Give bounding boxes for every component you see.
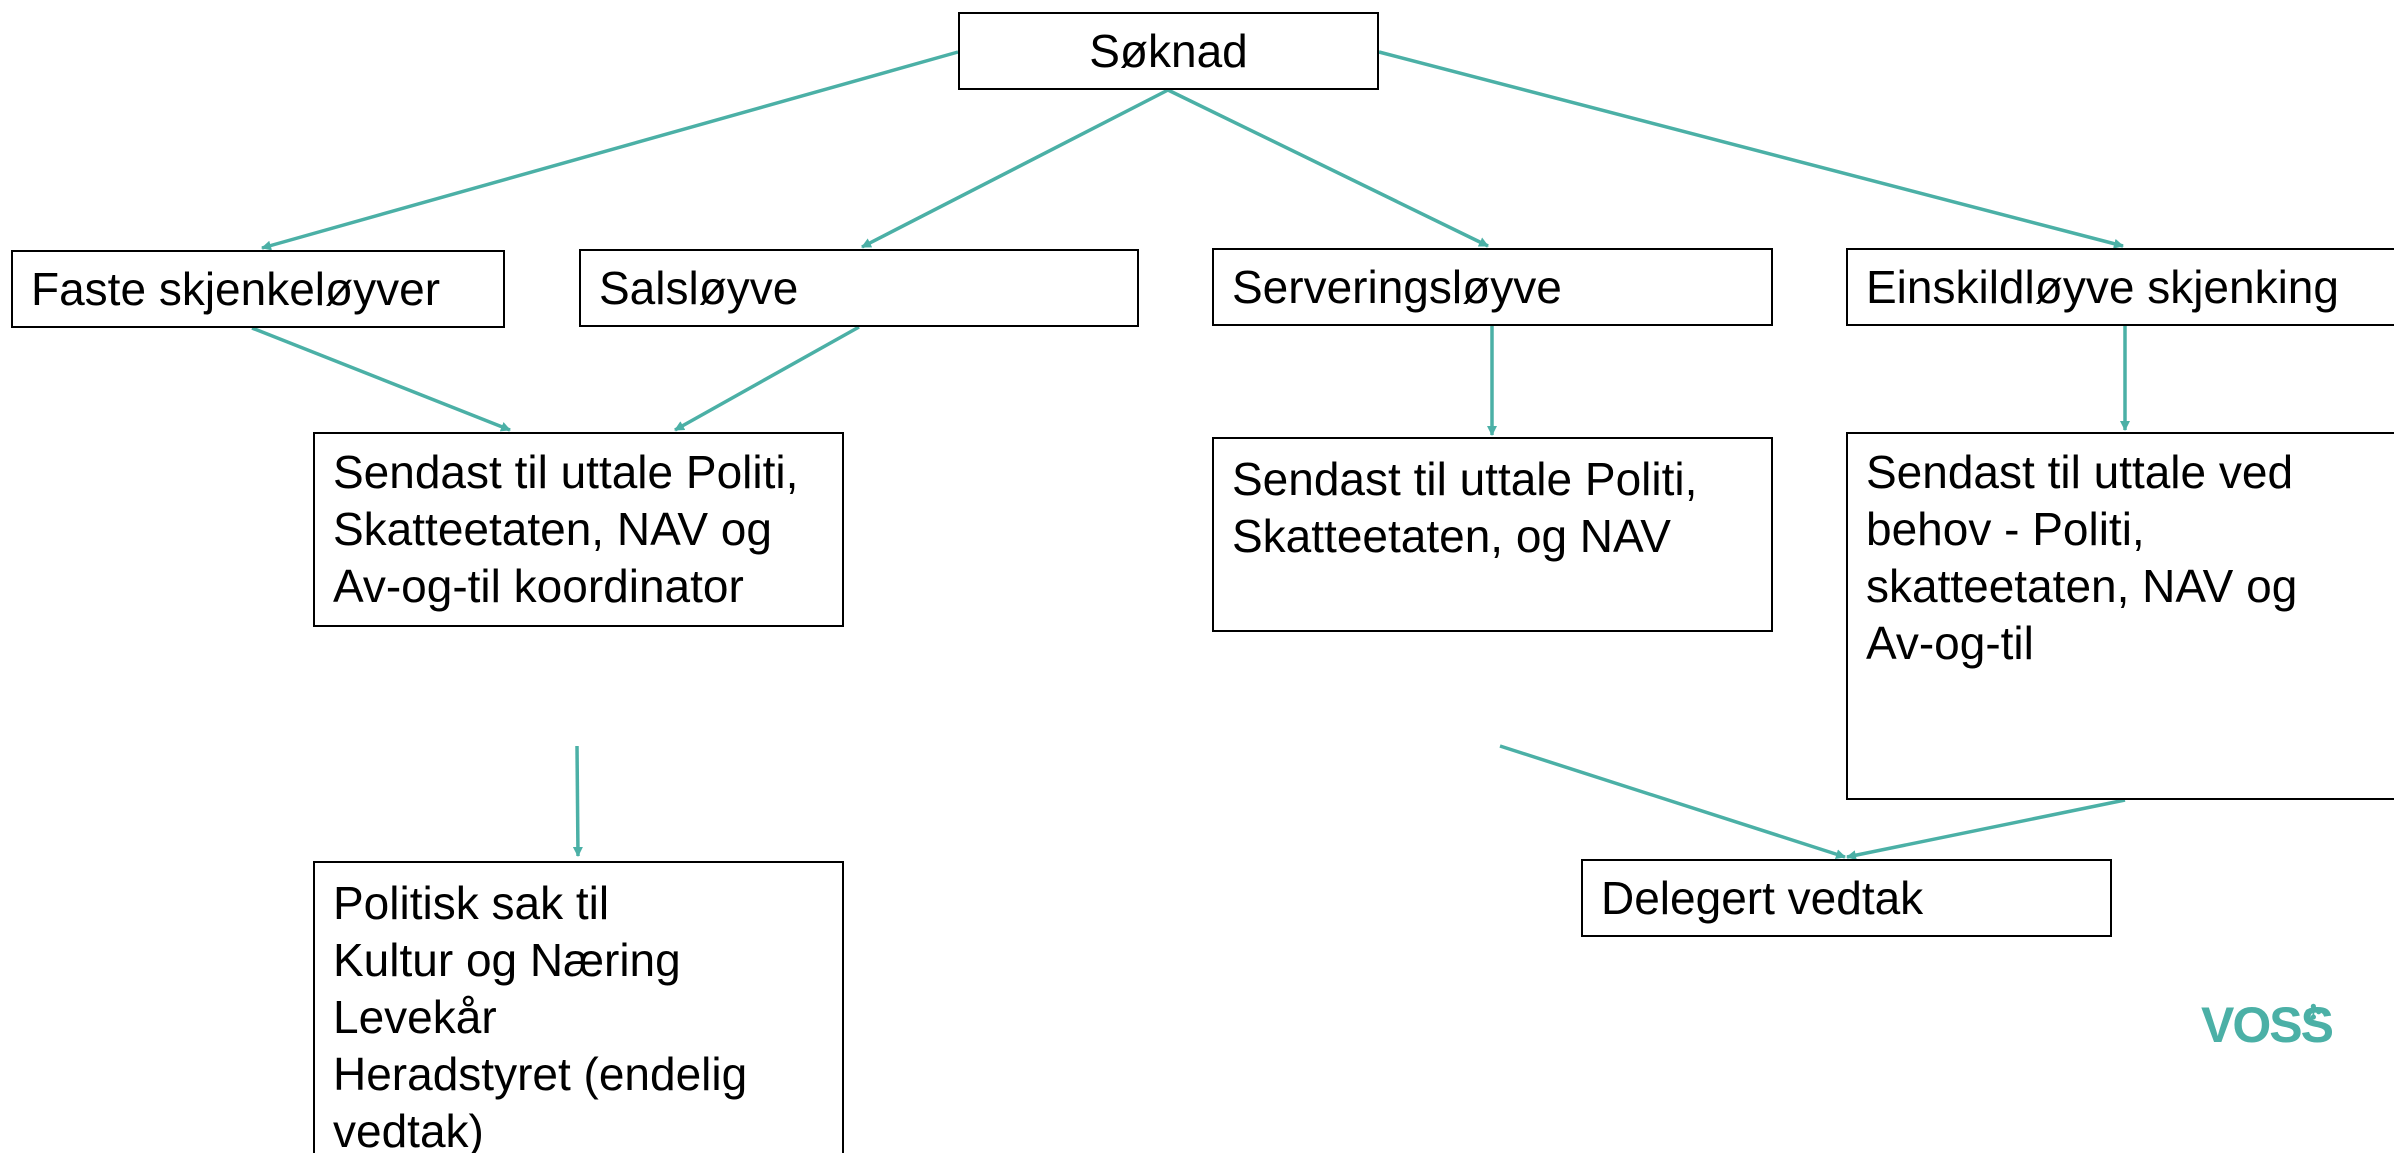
- edge-soknad-faste: [261, 50, 959, 251]
- node-uttale3-line: skatteetaten, NAV og: [1866, 560, 2298, 612]
- node-salsloyve: Salsløyve: [579, 249, 1139, 327]
- node-politisk-line: Kultur og Næring: [333, 934, 681, 986]
- voss-logo: VOSS: [2201, 997, 2334, 1053]
- node-einskildloyve-skjenking: Einskildløyve skjenking: [1846, 248, 2394, 326]
- edge-uttale2-delegert: [1499, 744, 1846, 860]
- node-politisk-line: vedtak): [333, 1105, 484, 1153]
- voss-logo-plus-icon: ✣: [2305, 1002, 2322, 1024]
- node-sals-label: Salsløyve: [599, 261, 799, 314]
- node-politisk-line: Politisk sak til: [333, 877, 610, 929]
- node-uttale-ved-behov: Sendast til uttale ved behov - Politi, s…: [1846, 432, 2394, 800]
- node-einskild-label: Einskildløyve skjenking: [1866, 260, 2339, 313]
- node-uttale1-line: Sendast til uttale Politi,: [333, 446, 799, 498]
- edge-soknad-sals: [861, 88, 1169, 249]
- node-faste-skjenkeloyver: Faste skjenkeløyver: [11, 250, 505, 328]
- edge-faste-uttale1: [251, 326, 511, 432]
- node-uttale-politi-skatteetaten-nav-avogtil: Sendast til uttale Politi, Skatteetaten,…: [313, 432, 844, 627]
- node-delegert-label: Delegert vedtak: [1601, 871, 1924, 924]
- node-uttale3-line: behov - Politi,: [1866, 503, 2145, 555]
- edge-uttale1-politisk: [572, 745, 583, 857]
- node-uttale3-line: Av-og-til: [1866, 617, 2034, 669]
- node-uttale2-line: Skatteetaten, og NAV: [1232, 510, 1671, 562]
- node-serveringsloyve: Serveringsløyve: [1212, 248, 1773, 326]
- node-politisk-line: Levekår: [333, 991, 497, 1043]
- node-politisk-sak: Politisk sak til Kultur og Næring Levekå…: [313, 861, 844, 1153]
- node-soknad-label: Søknad: [1089, 24, 1248, 77]
- edge-soknad-servering: [1167, 88, 1489, 248]
- voss-logo-text: VOSS: [2201, 997, 2334, 1053]
- node-delegert-vedtak: Delegert vedtak: [1581, 859, 2112, 937]
- edge-uttale3-delegert: [1846, 798, 2126, 861]
- node-faste-label: Faste skjenkeløyver: [31, 262, 441, 315]
- node-uttale2-line: Sendast til uttale Politi,: [1232, 453, 1698, 505]
- node-uttale3-line: Sendast til uttale ved: [1866, 446, 2294, 498]
- edge-soknad-einskild: [1378, 50, 2124, 249]
- node-uttale-politi-skatteetaten-nav: Sendast til uttale Politi, Skatteetaten,…: [1212, 437, 1773, 632]
- node-politisk-line: Heradstyret (endelig: [333, 1048, 748, 1100]
- edge-sals-uttale1: [674, 325, 860, 432]
- node-servering-label: Serveringsløyve: [1232, 260, 1562, 313]
- node-uttale1-line: Av-og-til koordinator: [333, 560, 744, 612]
- node-uttale1-line: Skatteetaten, NAV og: [333, 503, 772, 555]
- node-soknad: Søknad: [958, 12, 1379, 90]
